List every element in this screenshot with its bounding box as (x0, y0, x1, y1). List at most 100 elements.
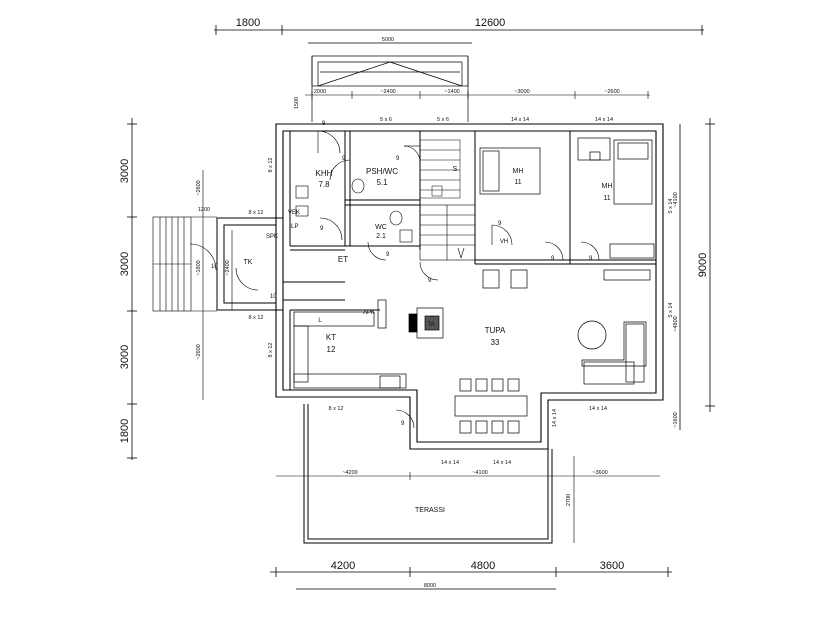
bathroom-fixtures (295, 178, 413, 243)
top-left-small-dim: 1500 (294, 97, 300, 109)
left-dim-2: 3000 (119, 252, 131, 276)
room-mh1-name: MH (513, 168, 524, 175)
bottom-dim-2: 4800 (471, 560, 495, 572)
left-small-dim-3: ~1800 (196, 260, 202, 275)
window-label: 8 x 12 (249, 210, 264, 216)
room-tupa-area: 33 (491, 338, 500, 347)
window-label: 8 x 12 (329, 406, 344, 412)
sofa (581, 243, 655, 385)
top-dimension-line (214, 25, 704, 35)
top-dim-left: 1800 (236, 17, 260, 29)
door-label: 9 (320, 226, 324, 232)
door-label: 9 (396, 156, 400, 162)
top-small-dim-3: ~1400 (444, 89, 459, 95)
window-label: 14 x 14 (441, 460, 459, 466)
bed-mh2 (577, 137, 653, 205)
terrace-dimension-line (276, 456, 660, 543)
right-small-dim-2: ~4800 (673, 316, 679, 331)
fireplace (408, 307, 444, 339)
left-small-dim-4: ~2600 (196, 344, 202, 359)
room-l: L (318, 318, 322, 324)
room-tk: TK (244, 259, 253, 266)
room-et: ET (338, 255, 348, 264)
room-spk: SPK (266, 234, 278, 240)
bottom-dim-1: 4200 (331, 560, 355, 572)
room-mh1-area: 11 (514, 179, 521, 186)
door-label: 9 (322, 121, 326, 127)
top-small-dim-5: ~2600 (604, 89, 619, 95)
armchairs (482, 269, 528, 289)
terrace-depth: 2700 (566, 494, 572, 506)
top-small-dim-4: ~3000 (514, 89, 529, 95)
top-porch (308, 42, 472, 122)
door-label: 9 (551, 256, 555, 262)
left-dimension-line (127, 118, 137, 460)
door-label: 9 (401, 421, 405, 427)
room-kt-area: 12 (327, 345, 336, 354)
entry-dim: 1200 (198, 207, 210, 213)
door-label: 9 (386, 252, 390, 258)
entry-steps (152, 216, 217, 312)
room-vek: VEK (288, 210, 300, 216)
room-kt-name: KT (326, 333, 336, 342)
left-dim-4: 1800 (119, 419, 131, 443)
bottom-dim-3: 3600 (600, 560, 624, 572)
room-wc-area: 2.1 (376, 233, 386, 240)
room-s: S (453, 166, 458, 173)
door-label: 10 (270, 294, 277, 300)
room-psh-name: PSH/WC (366, 167, 398, 176)
bed-mh1 (479, 147, 541, 195)
terrace-dim-1: ~4200 (342, 470, 357, 476)
top-dim-right: 12600 (475, 17, 506, 29)
sauna-benches (419, 139, 461, 199)
right-dim: 9000 (697, 253, 709, 277)
bottom-dimension-line (270, 567, 672, 590)
window-label: 14 x 14 (511, 117, 529, 123)
top-small-dim-1: 2000 (314, 89, 326, 95)
stairs (419, 204, 476, 261)
round-table (577, 320, 607, 350)
window-label: 8 x 12 (268, 158, 274, 173)
window-label: 14 x 14 (493, 460, 511, 466)
room-mh2-name: MH (602, 183, 613, 190)
top-small-dim-2: ~2400 (380, 89, 395, 95)
terrace-dim-3: ~3600 (592, 470, 607, 476)
left-small-dims-line (202, 170, 233, 400)
window-label: 5 x 14 (668, 303, 674, 318)
terrace (303, 404, 553, 544)
right-dimension-line (679, 118, 715, 430)
room-psh-area: 5.1 (376, 178, 388, 187)
door-label: 9 (589, 256, 593, 262)
kitchen-counters (293, 299, 407, 389)
left-dim-3: 3000 (119, 345, 131, 369)
door-label: 10 (211, 264, 218, 270)
door-label: 9 (428, 278, 432, 284)
room-vh: VH (500, 239, 508, 245)
room-apk: APK (363, 310, 375, 316)
top-porch-dim: 5000 (382, 37, 394, 43)
entry-vestibule (216, 217, 284, 311)
room-khh-area: 7.8 (318, 180, 330, 189)
window-label: 14 x 14 (589, 406, 607, 412)
room-wc-name: WC (375, 224, 387, 231)
dining-table (454, 378, 528, 434)
right-small-dim-3: ~1600 (673, 412, 679, 427)
window-label: 8 x 12 (249, 315, 264, 321)
door-label: 9 (342, 156, 346, 162)
room-tupa-name: TUPA (485, 326, 506, 335)
room-ilp: ILP (289, 224, 298, 230)
window-label: 5 x 6 (437, 117, 449, 123)
door-label: 9 (498, 221, 502, 227)
left-small-dim-1: ~2600 (196, 180, 202, 195)
window-marks (275, 123, 664, 450)
window-label: 5 x 6 (380, 117, 392, 123)
room-terassi: TERASSI (415, 507, 445, 514)
left-dim-1: 3000 (119, 159, 131, 183)
window-label: 8 x 12 (268, 343, 274, 358)
room-mh2-area: 11 (603, 195, 610, 202)
bottom-total: 8000 (424, 583, 436, 589)
window-label: 14 x 14 (595, 117, 613, 123)
door-arcs (189, 130, 600, 429)
right-small-dim-1: ~4100 (673, 192, 679, 207)
